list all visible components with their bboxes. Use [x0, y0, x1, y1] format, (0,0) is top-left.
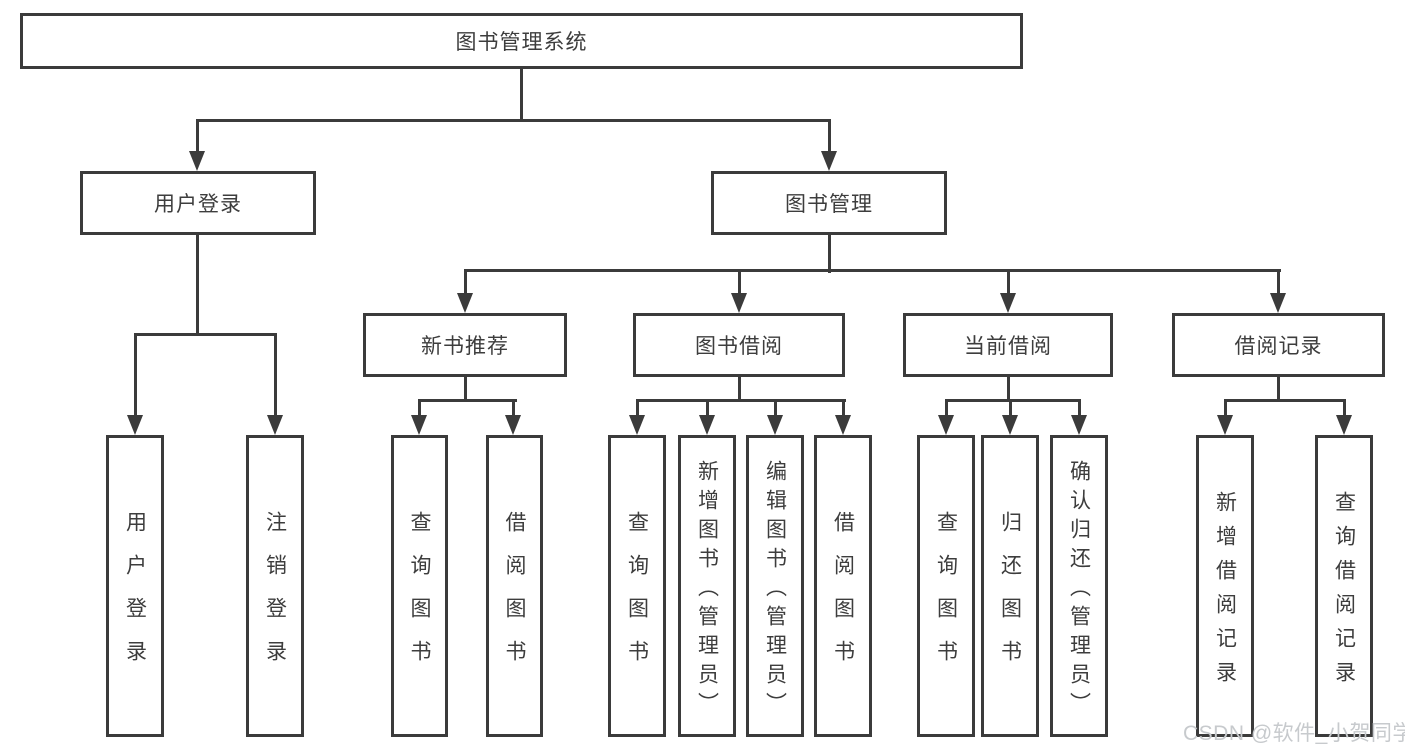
node-label: 图书借阅	[695, 335, 783, 358]
connector-stem	[945, 399, 948, 417]
connector-current-stem	[1007, 377, 1010, 402]
leaf-borrow-books: 借阅图书	[814, 435, 872, 737]
leaf-logout: 注销登录	[246, 435, 304, 737]
connector-stem-leaf-login	[134, 333, 137, 417]
connector-recommend-split	[418, 399, 517, 402]
leaf-label: 新增借阅记录	[1213, 490, 1237, 695]
arrowhead-down	[1270, 293, 1286, 313]
connector-stem	[1224, 399, 1227, 417]
node-book-borrowing: 图书借阅	[633, 313, 845, 377]
arrowhead-down	[699, 415, 715, 435]
connector-borrowing-split	[636, 399, 846, 402]
leaf-query-borrow-record: 查询借阅记录	[1315, 435, 1373, 737]
node-label: 图书管理系统	[455, 31, 588, 54]
arrowhead-down	[411, 415, 427, 435]
connector-book-management-stem	[828, 235, 831, 273]
node-new-book-recommendation: 新书推荐	[363, 313, 567, 377]
connector-stem	[842, 399, 845, 417]
connector-stem	[636, 399, 639, 417]
node-label: 新书推荐	[421, 335, 509, 358]
connector-records-stem	[1277, 377, 1280, 402]
leaf-label: 注销登录	[263, 511, 287, 683]
arrowhead-down	[1217, 415, 1233, 435]
leaf-label: 借阅图书	[831, 511, 855, 683]
connector-stem-records	[1277, 269, 1280, 295]
connector-stem	[418, 399, 421, 417]
node-book-management: 图书管理	[711, 171, 947, 235]
leaf-label: 新增图书（管理员）	[695, 459, 719, 721]
arrowhead-down	[127, 415, 143, 435]
arrowhead-down	[505, 415, 521, 435]
connector-stem	[774, 399, 777, 417]
leaf-label: 确认归还（管理员）	[1067, 459, 1091, 721]
arrowhead-down	[267, 415, 283, 435]
leaf-label: 归还图书	[998, 511, 1022, 683]
connector-stem-current	[1007, 269, 1010, 295]
leaf-confirm-return-admin: 确认归还（管理员）	[1050, 435, 1108, 737]
connector-current-split	[945, 399, 1081, 402]
leaf-recommend-query-books: 查询图书	[391, 435, 448, 737]
leaf-label: 用户登录	[123, 511, 147, 683]
arrowhead-down	[189, 151, 205, 171]
arrowhead-down	[835, 415, 851, 435]
connector-stem-book-management	[828, 119, 831, 153]
arrowhead-down	[629, 415, 645, 435]
connector-user-login-stem	[196, 235, 199, 336]
leaf-edit-books-admin: 编辑图书（管理员）	[746, 435, 804, 737]
leaf-add-borrow-record: 新增借阅记录	[1196, 435, 1254, 737]
leaf-add-books-admin: 新增图书（管理员）	[678, 435, 736, 737]
leaf-label: 编辑图书（管理员）	[763, 459, 787, 721]
connector-root-split	[196, 119, 831, 122]
connector-stem-borrowing	[738, 269, 741, 295]
arrowhead-down	[821, 151, 837, 171]
node-current-borrowing: 当前借阅	[903, 313, 1113, 377]
arrowhead-down	[731, 293, 747, 313]
arrowhead-down	[1071, 415, 1087, 435]
leaf-return-books: 归还图书	[981, 435, 1039, 737]
leaf-label: 查询图书	[934, 511, 958, 683]
connector-stem	[512, 399, 515, 417]
arrowhead-down	[767, 415, 783, 435]
arrowhead-down	[457, 293, 473, 313]
node-borrowing-records: 借阅记录	[1172, 313, 1385, 377]
connector-borrowing-stem	[738, 377, 741, 402]
node-label: 图书管理	[785, 193, 873, 216]
arrowhead-down	[938, 415, 954, 435]
connector-stem	[1343, 399, 1346, 417]
leaf-label: 借阅图书	[503, 511, 526, 683]
leaf-label: 查询借阅记录	[1332, 490, 1356, 695]
node-user-login: 用户登录	[80, 171, 316, 235]
connector-stem	[1009, 399, 1012, 417]
node-label: 借阅记录	[1234, 335, 1323, 358]
leaf-current-query-books: 查询图书	[917, 435, 975, 737]
leaf-label: 查询图书	[408, 511, 431, 683]
connector-book-management-split	[464, 269, 1281, 272]
connector-stem-user-login	[196, 119, 199, 153]
node-label: 当前借阅	[964, 335, 1052, 358]
arrowhead-down	[1000, 293, 1016, 313]
arrowhead-down	[1336, 415, 1352, 435]
arrowhead-down	[1002, 415, 1018, 435]
connector-records-split	[1224, 399, 1346, 402]
node-label: 用户登录	[154, 193, 242, 216]
connector-stem-recommend	[464, 269, 467, 295]
connector-recommend-stem	[464, 377, 467, 402]
connector-root-stem	[520, 69, 523, 121]
connector-stem-leaf-logout	[274, 333, 277, 417]
csdn-watermark: CSDN @软件_小贺同学	[1183, 722, 1405, 745]
connector-stem	[1078, 399, 1081, 417]
leaf-recommend-borrow-books: 借阅图书	[486, 435, 543, 737]
connector-stem	[706, 399, 709, 417]
node-root-library-system: 图书管理系统	[20, 13, 1023, 69]
leaf-borrow-query-books: 查询图书	[608, 435, 666, 737]
connector-user-login-split	[134, 333, 277, 336]
leaf-label: 查询图书	[625, 511, 649, 683]
leaf-user-login: 用户登录	[106, 435, 164, 737]
